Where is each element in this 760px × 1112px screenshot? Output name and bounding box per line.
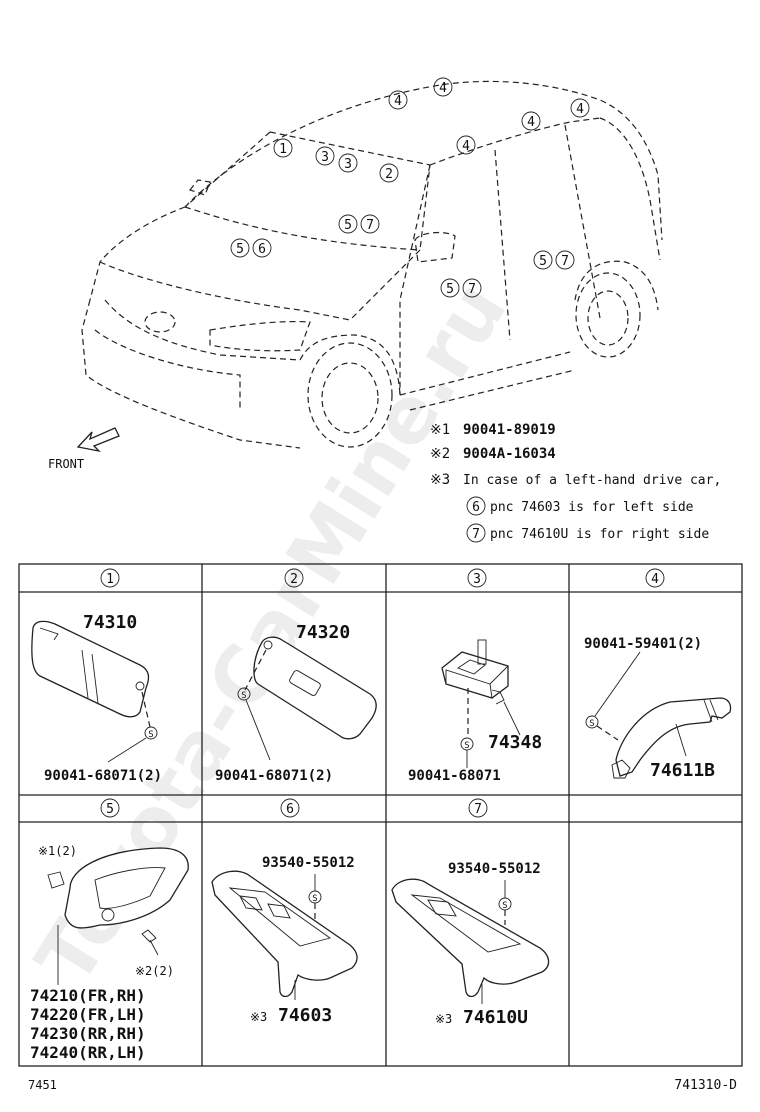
callout-4: 4: [456, 135, 476, 155]
note-2-mark: ※2: [430, 446, 450, 462]
header-1: 1: [106, 572, 114, 587]
cell-1-sun-visor: S 74310 90041-68071(2): [31, 612, 162, 784]
svg-text:S: S: [589, 719, 594, 729]
parts-grid: [18, 563, 743, 1067]
header-6: 6: [286, 802, 294, 817]
callout-7: 7: [555, 250, 575, 270]
assist-grip-part: [615, 697, 732, 777]
svg-text:4: 4: [394, 94, 402, 109]
car-callouts: 4 4 4 4 4 1 3 3 2 5 7 5 6 5 7 5 7: [230, 77, 590, 298]
part-number-74603: 74603: [278, 1005, 332, 1026]
svg-text:4: 4: [462, 139, 470, 154]
notes: ※1 90041-89019 ※2 9004A-16034 ※3 In case…: [430, 422, 721, 543]
callout-5: 5: [533, 250, 553, 270]
footer-diagram-code: 741310-D: [674, 1078, 737, 1093]
svg-text:5: 5: [236, 242, 244, 257]
callout-4: 4: [521, 111, 541, 131]
svg-text:5: 5: [539, 254, 547, 269]
cell-2-sun-visor: S 74320 90041-68071(2): [215, 622, 377, 784]
bolt-number: 90041-68071(2): [44, 768, 162, 784]
part-number-74320: 74320: [296, 622, 350, 643]
header-3: 3: [473, 572, 481, 587]
bolt-number: 90041-68071(2): [215, 768, 333, 784]
mark-3: ※3: [435, 1012, 452, 1026]
callout-5: 5: [338, 214, 358, 234]
svg-text:S: S: [241, 691, 246, 701]
callout-1: 1: [273, 138, 293, 158]
footer-page-code: 7451: [28, 1078, 57, 1092]
part-number-74230: 74230(RR,RH): [30, 1024, 146, 1043]
part-number-74210: 74210(FR,RH): [30, 986, 146, 1005]
callout-4: 4: [388, 90, 408, 110]
bolt-number: 93540-55012: [262, 855, 355, 871]
part-number-74611B: 74611B: [650, 760, 715, 781]
svg-text:4: 4: [439, 81, 447, 96]
svg-text:S: S: [148, 730, 153, 740]
svg-text:7: 7: [366, 218, 374, 233]
svg-text:4: 4: [527, 115, 535, 130]
car-illustration: [81, 80, 663, 449]
cell-3-visor-holder: S 74348 90041-68071: [408, 639, 542, 784]
front-label: FRONT: [48, 457, 84, 471]
svg-text:2: 2: [385, 167, 393, 182]
header-7: 7: [474, 802, 482, 817]
note-1-text: 90041-89019: [463, 422, 556, 438]
callout-5: 5: [440, 278, 460, 298]
mark-2: ※2(2): [135, 964, 174, 978]
callout-4: 4: [433, 77, 453, 97]
switch-panel-part: [391, 878, 550, 998]
cell-6-switch-panel: S 93540-55012 ※3 74603: [211, 855, 358, 1026]
grid-headers: 1 2 3 4 5 6 7: [100, 568, 665, 818]
svg-text:S: S: [502, 901, 507, 911]
callout-3: 3: [315, 146, 335, 166]
callout-4: 4: [570, 98, 590, 118]
svg-text:4: 4: [576, 102, 584, 117]
mark-3: ※3: [250, 1010, 267, 1024]
mark-1: ※1(2): [38, 844, 77, 858]
front-arrow: FRONT: [48, 427, 120, 471]
svg-text:3: 3: [344, 157, 352, 172]
sub-note-1-text: pnc 74603 is for left side: [490, 500, 694, 515]
svg-text:S: S: [312, 894, 317, 904]
part-number-74310: 74310: [83, 612, 137, 633]
svg-text:3: 3: [321, 150, 329, 165]
svg-text:S: S: [464, 741, 469, 751]
svg-text:5: 5: [344, 218, 352, 233]
callout-3: 3: [338, 153, 358, 173]
part-number-74348: 74348: [488, 732, 542, 753]
svg-text:1: 1: [279, 142, 287, 157]
note-3-text: In case of a left-hand drive car,: [463, 473, 721, 488]
note-2-text: 9004A-16034: [463, 446, 556, 462]
header-5: 5: [106, 802, 114, 817]
svg-text:7: 7: [561, 254, 569, 269]
note-1-mark: ※1: [430, 422, 450, 438]
part-number-74240: 74240(RR,LH): [30, 1043, 146, 1062]
bolt-number: 93540-55012: [448, 861, 541, 877]
sub-note-2-text: pnc 74610U is for right side: [490, 527, 709, 542]
svg-text:6: 6: [258, 242, 266, 257]
header-4: 4: [651, 572, 659, 587]
sun-visor-part: [31, 620, 150, 718]
switch-panel-part: [211, 870, 358, 998]
cell-5-door-handle: ※1(2) ※2(2) 74210(FR,RH) 74220(FR,LH) 74…: [30, 844, 189, 1062]
svg-text:7: 7: [468, 282, 476, 297]
cell-4-assist-grip: S 90041-59401(2) 74611B: [584, 636, 732, 781]
cell-7-switch-panel: S 93540-55012 ※3 74610U: [391, 861, 550, 1028]
bolt-number: 90041-68071: [408, 768, 501, 784]
sub-note-2-num: 7: [472, 527, 480, 542]
bolt-number: 90041-59401(2): [584, 636, 702, 652]
callout-6: 6: [252, 238, 272, 258]
callout-5: 5: [230, 238, 250, 258]
callout-2: 2: [379, 163, 399, 183]
note-3-mark: ※3: [430, 472, 450, 488]
header-2: 2: [290, 572, 298, 587]
callout-7: 7: [462, 278, 482, 298]
sub-note-1-num: 6: [472, 500, 480, 515]
part-number-74220: 74220(FR,LH): [30, 1005, 146, 1024]
callout-7: 7: [360, 214, 380, 234]
part-number-74610U: 74610U: [463, 1007, 528, 1028]
sun-visor-part: [253, 636, 377, 740]
svg-text:5: 5: [446, 282, 454, 297]
